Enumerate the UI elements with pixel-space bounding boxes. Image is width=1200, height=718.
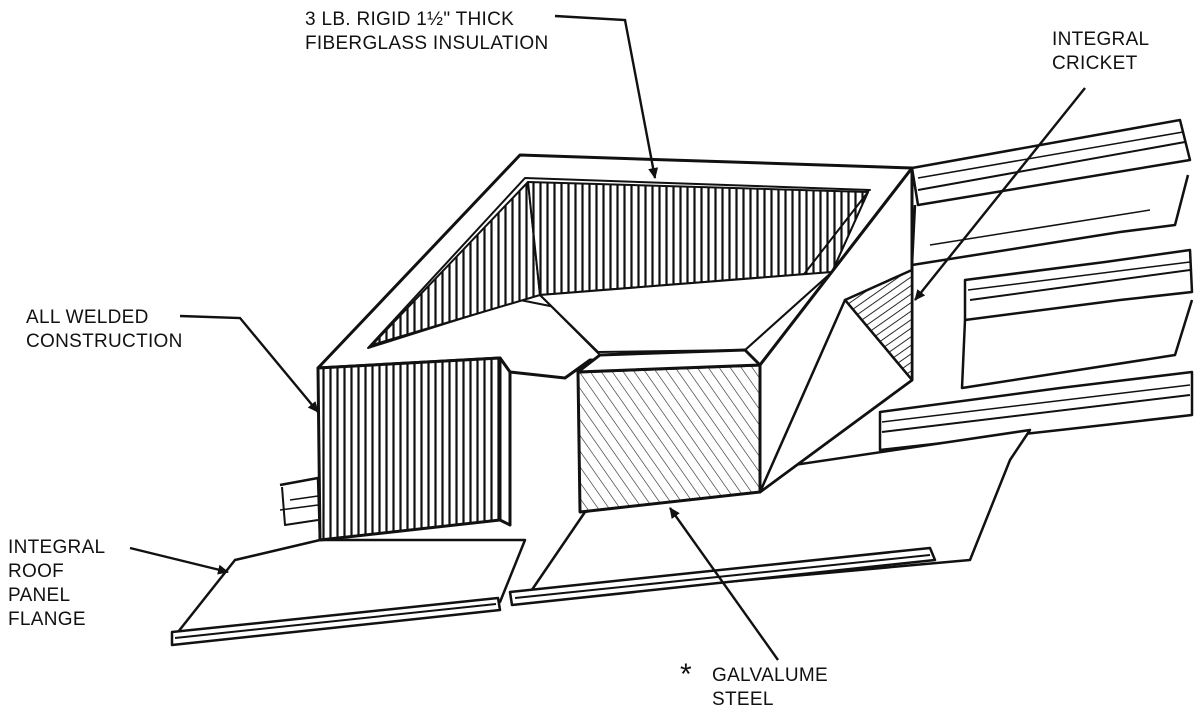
roof-panels [170, 118, 1194, 647]
curb-frame [316, 153, 914, 542]
flange-callout: INTEGRAL ROOF PANEL FLANGE [8, 536, 105, 632]
cricket-callout: INTEGRAL CRICKET [1052, 28, 1149, 76]
leader-lines [129, 14, 1086, 661]
flange-callout-line-1: INTEGRAL [8, 537, 106, 558]
insulation-callout: 3 LB. RIGID 1½" THICK FIBERGLASS INSULAT… [305, 8, 549, 56]
insulation-callout-line-1: 3 LB. RIGID 1½" THICK [305, 9, 515, 30]
welded-callout-line-2: CONSTRUCTION [26, 331, 183, 352]
insulation-callout-line-2: FIBERGLASS INSULATION [305, 33, 549, 54]
flange-callout-line-2: ROOF [8, 561, 65, 582]
leader-insulation [554, 14, 659, 179]
cricket-callout-line-2: CRICKET [1052, 53, 1138, 74]
steel-callout: GALVALUME STEEL [712, 664, 828, 712]
cricket-callout-line-1: INTEGRAL [1052, 29, 1150, 50]
welded-callout-line-1: ALL WELDED [26, 307, 149, 328]
leader-cricket [914, 87, 1086, 301]
leader-flange [129, 546, 229, 575]
leader-welded [179, 314, 319, 413]
flange-callout-line-4: FLANGE [8, 609, 86, 630]
leader-steel [669, 507, 779, 661]
steel-callout-line-2: STEEL [712, 689, 774, 710]
steel-asterisk: * [680, 658, 692, 691]
welded-callout: ALL WELDED CONSTRUCTION [26, 306, 183, 354]
flange-callout-line-3: PANEL [8, 585, 71, 606]
steel-callout-line-1: GALVALUME [712, 665, 829, 686]
